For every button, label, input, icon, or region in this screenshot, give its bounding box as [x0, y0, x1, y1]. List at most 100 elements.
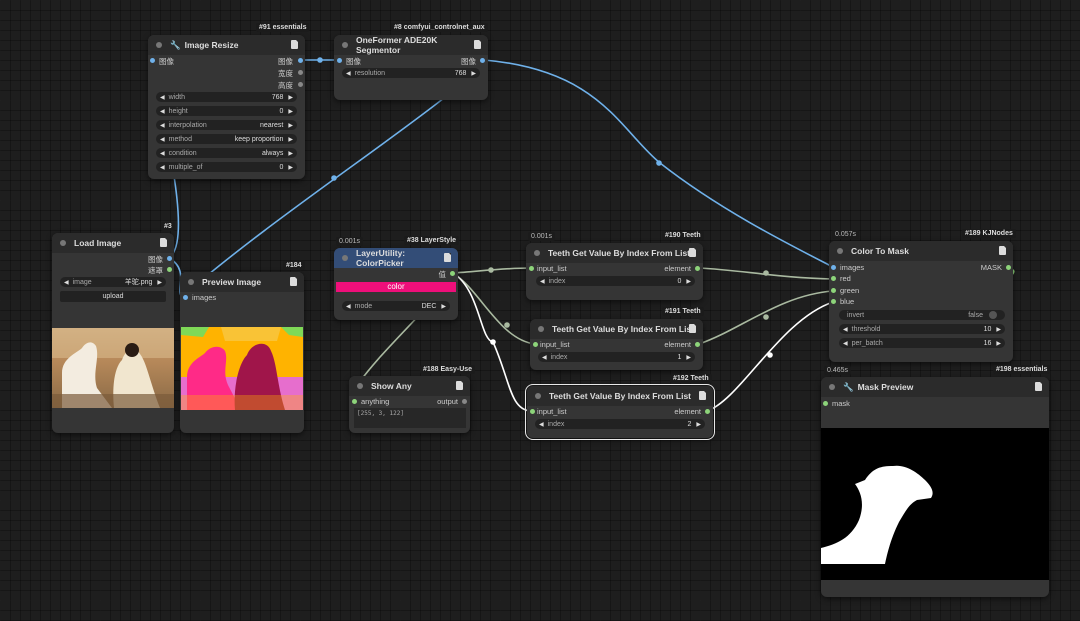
mask-preview-image: [821, 428, 1049, 580]
node-header[interactable]: Color To Mask: [829, 241, 1013, 261]
show-any-node[interactable]: Show Any anything output [255, 3, 122]: [349, 376, 470, 433]
input-slot-image[interactable]: [150, 58, 155, 63]
output-slot-image[interactable]: [298, 58, 303, 63]
doc-icon[interactable]: [1035, 382, 1042, 391]
mask-preview-node[interactable]: 🔧 Mask Preview mask: [821, 377, 1049, 597]
node-header[interactable]: Preview Image: [180, 272, 304, 292]
collapse-dot[interactable]: [535, 393, 541, 399]
node-header[interactable]: OneFormer ADE20K Segmentor: [334, 35, 488, 55]
color-swatch[interactable]: color: [336, 282, 456, 292]
collapse-dot[interactable]: [829, 384, 835, 390]
wire-colorpicker-to-teeth190[interactable]: [452, 267, 532, 274]
oneformer-node[interactable]: OneFormer ADE20K Segmentor 图像 图像 ◀resolu…: [334, 35, 488, 100]
node-header[interactable]: Teeth Get Value By Index From List: [530, 319, 703, 339]
input-slot-list[interactable]: [530, 409, 535, 414]
doc-icon[interactable]: [291, 40, 298, 49]
wire-colorpicker-to-teeth191[interactable]: [452, 272, 536, 345]
input-slot-image[interactable]: [337, 58, 342, 63]
node-badge: #38 LayerStyle: [404, 236, 460, 245]
doc-icon[interactable]: [699, 391, 706, 400]
doc-icon[interactable]: [160, 238, 167, 247]
loaded-image-thumbnail: [52, 328, 174, 408]
output-slot-value[interactable]: [450, 271, 455, 276]
value-display[interactable]: [255, 3, 122]: [354, 408, 466, 428]
doc-icon[interactable]: [689, 324, 696, 333]
node-header[interactable]: Teeth Get Value By Index From List: [526, 243, 703, 263]
input-slot-images[interactable]: [183, 295, 188, 300]
collapse-dot[interactable]: [538, 326, 544, 332]
input-slot-list[interactable]: [533, 342, 538, 347]
input-slot-anything[interactable]: [352, 399, 357, 404]
doc-icon[interactable]: [290, 277, 297, 286]
node-title: LayerUtility: ColorPicker: [356, 248, 406, 268]
node-badge: #198 essentials: [993, 365, 1051, 374]
output-slot-width[interactable]: [298, 70, 303, 75]
input-label: mask: [832, 399, 850, 408]
teeth-191-node[interactable]: Teeth Get Value By Index From List input…: [530, 319, 703, 370]
output-slot-image[interactable]: [480, 58, 485, 63]
node-header[interactable]: Teeth Get Value By Index From List: [527, 386, 713, 406]
wire-teeth191-to-green[interactable]: [698, 290, 834, 345]
output-slot-element[interactable]: [695, 342, 700, 347]
output-slot-element[interactable]: [705, 409, 710, 414]
output-slot-image[interactable]: [167, 256, 172, 261]
input-label-green: green: [840, 286, 860, 295]
wire-teeth192-to-blue[interactable]: [706, 301, 834, 412]
node-header[interactable]: 🔧 Image Resize: [148, 35, 305, 55]
doc-icon[interactable]: [999, 246, 1006, 255]
teeth-190-node[interactable]: Teeth Get Value By Index From List input…: [526, 243, 703, 300]
node-title: Show Any: [371, 381, 412, 391]
input-slot-mask[interactable]: [823, 401, 828, 406]
node-header[interactable]: Load Image: [52, 233, 174, 253]
output-slot-element[interactable]: [695, 266, 700, 271]
collapse-dot[interactable]: [60, 240, 66, 246]
collapse-dot[interactable]: [156, 42, 162, 48]
input-slot-green[interactable]: [831, 288, 836, 293]
output-slot[interactable]: [462, 399, 467, 404]
collapse-dot[interactable]: [534, 250, 540, 256]
input-slot-list[interactable]: [529, 266, 534, 271]
doc-icon[interactable]: [474, 40, 481, 49]
input-slot-images[interactable]: [831, 265, 836, 270]
teeth-192-node[interactable]: Teeth Get Value By Index From List input…: [525, 384, 715, 440]
input-slot-red[interactable]: [831, 276, 836, 281]
upload-button[interactable]: upload: [60, 291, 166, 302]
input-label-blue: blue: [840, 297, 855, 306]
output-slot-mask[interactable]: [167, 267, 172, 272]
doc-icon[interactable]: [444, 253, 451, 262]
output-slot-mask[interactable]: [1006, 265, 1011, 270]
collapse-dot[interactable]: [837, 248, 843, 254]
input-slot-blue[interactable]: [831, 299, 836, 304]
collapse-dot[interactable]: [357, 383, 363, 389]
collapse-dot[interactable]: [188, 279, 194, 285]
node-header[interactable]: LayerUtility: ColorPicker: [334, 248, 458, 268]
doc-icon[interactable]: [689, 248, 696, 257]
doc-icon[interactable]: [456, 381, 463, 390]
preview-image-node[interactable]: Preview Image images: [180, 272, 304, 433]
output-slot-height[interactable]: [298, 82, 303, 87]
collapse-dot[interactable]: [342, 42, 348, 48]
node-header[interactable]: 🔧 Mask Preview: [821, 377, 1049, 397]
collapse-dot[interactable]: [342, 255, 348, 261]
node-header[interactable]: Show Any: [349, 376, 470, 396]
wire-teeth190-to-red[interactable]: [698, 267, 834, 280]
color-to-mask-node[interactable]: Color To Mask images MASK red green blue…: [829, 241, 1013, 362]
